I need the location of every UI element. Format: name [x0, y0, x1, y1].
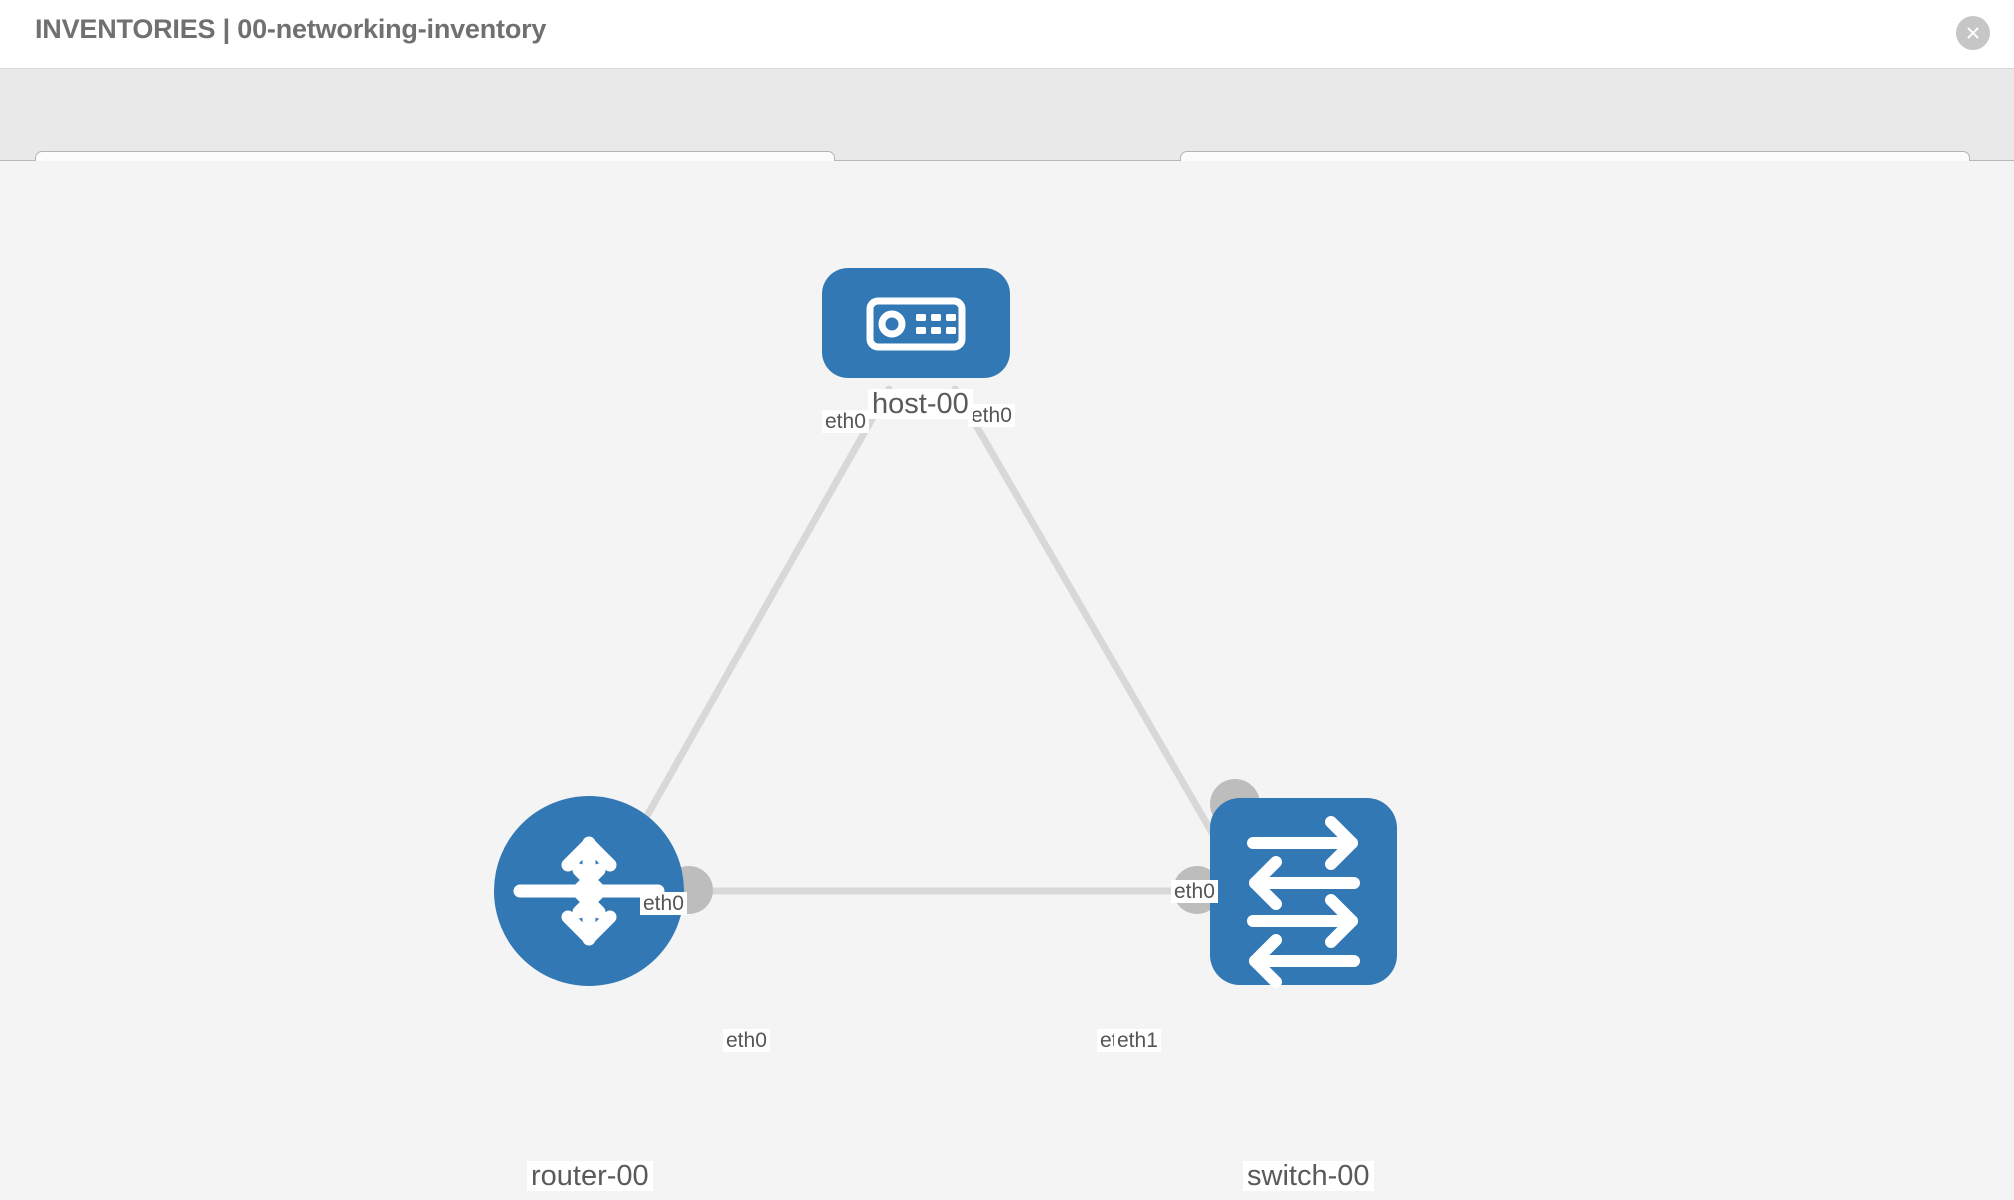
page-header: INVENTORIES | 00-networking-inventory: [0, 0, 2014, 69]
iface-label-switch-upper: eth0: [1171, 880, 1218, 904]
node-label-host-00: host-00: [868, 389, 973, 419]
edge-group: [606, 385, 1244, 895]
topology-graph: [494, 268, 1397, 988]
page-title: INVENTORIES | 00-networking-inventory: [35, 14, 547, 44]
iface-label-host-right: eth0: [968, 404, 1015, 428]
edge-host-switch: [951, 385, 1244, 885]
server-icon: [866, 297, 966, 351]
iface-label-router-upper: eth0: [640, 892, 687, 916]
switch-arrows-icon: [1247, 816, 1360, 988]
iface-label-switch-left: eth1: [1114, 1029, 1161, 1053]
node-switch-00[interactable]: [1210, 798, 1397, 988]
node-label-switch-00: switch-00: [1243, 1161, 1374, 1191]
node-label-router-00: router-00: [527, 1161, 653, 1191]
iface-label-host-left: eth0: [822, 410, 869, 434]
topology-canvas[interactable]: eth0 eth0 host-00 eth0 eth0 eth0 eth eth…: [0, 161, 2014, 1200]
node-host-00[interactable]: [822, 268, 1010, 378]
toolbar: ACTIONS SEARCH: [0, 69, 2014, 208]
node-router-00[interactable]: [494, 796, 684, 986]
iface-label-router-right: eth0: [723, 1029, 770, 1053]
edge-host-router: [606, 385, 893, 885]
close-icon[interactable]: [1956, 16, 1990, 50]
router-arrows-icon: [513, 836, 665, 946]
